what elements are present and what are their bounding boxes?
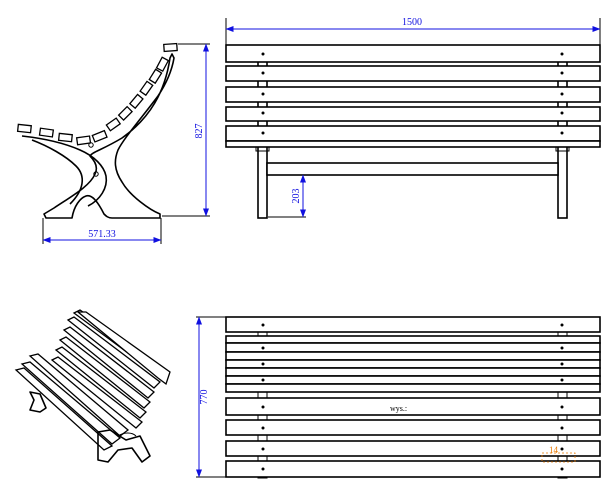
iso-top-rail (76, 311, 171, 386)
label-wys: wys.: (390, 404, 407, 413)
front-planks (225, 44, 601, 148)
front-view: 1500 203 (225, 17, 601, 219)
isometric-view (14, 309, 171, 463)
side-bolt-lower (93, 171, 99, 177)
top-view: wys.: 14 770 (196, 316, 601, 479)
dim-height: 827 (194, 124, 205, 139)
top-bolts (261, 323, 564, 471)
iso-leg-right (97, 429, 151, 463)
front-stretcher (266, 162, 559, 176)
dim-seat-height: 203 (291, 189, 302, 204)
side-frame-outline (43, 53, 175, 219)
iso-frame-curve (117, 432, 137, 437)
side-back-slats (16, 42, 178, 146)
detail-marker-box (541, 452, 576, 463)
top-planks (225, 316, 601, 478)
side-frame-inner-curve (31, 139, 83, 205)
dim-base-depth: 571.33 (88, 229, 116, 240)
side-frame-seat-curve (21, 135, 108, 207)
front-bolts (261, 52, 564, 135)
detail-dimension: 14 (549, 445, 559, 455)
side-view: 571.33 827 (16, 42, 210, 244)
iso-back-slats (14, 309, 170, 451)
iso-leg-left (29, 391, 47, 413)
dim-depth: 770 (199, 390, 210, 405)
dim-width: 1500 (402, 17, 422, 28)
